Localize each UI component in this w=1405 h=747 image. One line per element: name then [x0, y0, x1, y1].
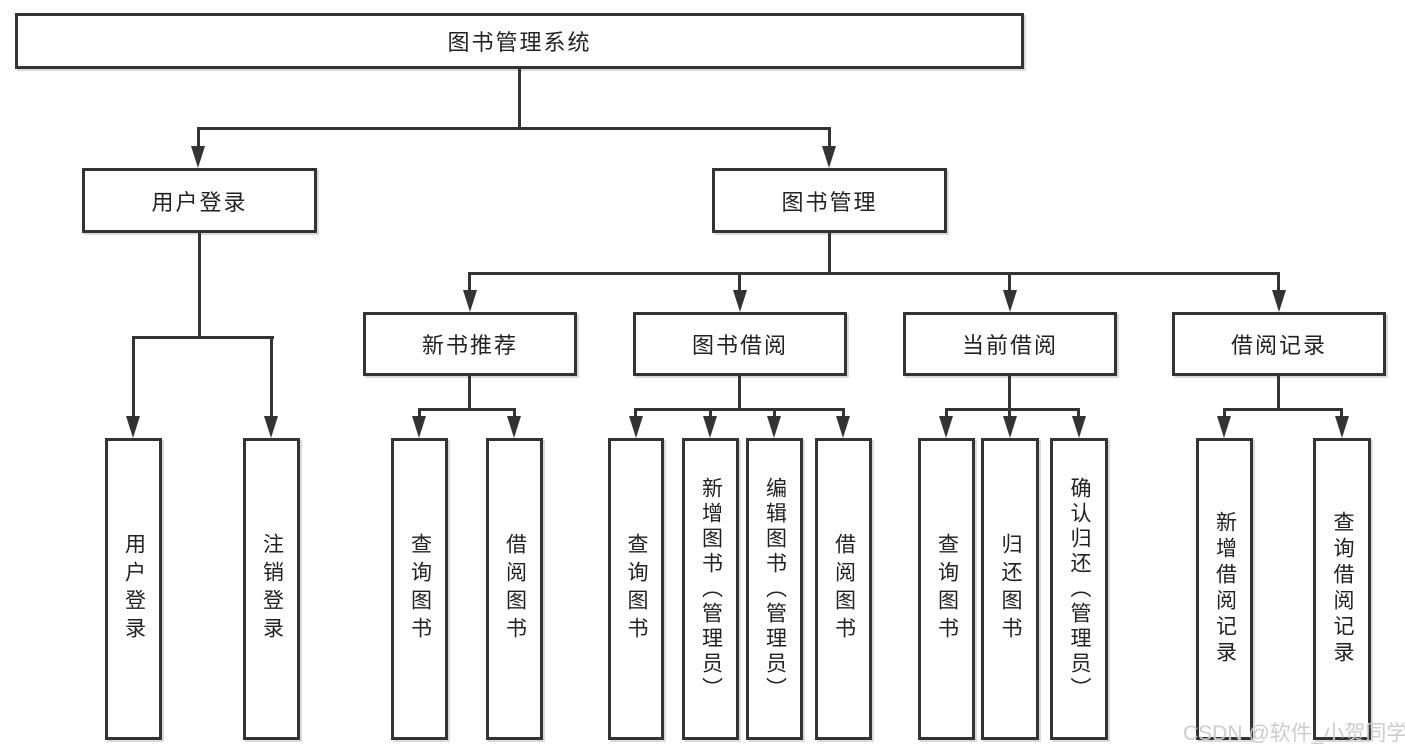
- connector-line: [634, 408, 637, 416]
- leaf-logout: 注销登录: [243, 438, 300, 740]
- arrowhead-icon: [939, 416, 953, 438]
- leaf-add-borrow-record: 新增借阅记录: [1196, 438, 1253, 740]
- connector-line: [1077, 408, 1080, 416]
- connector-line: [1223, 408, 1226, 416]
- connector-line: [828, 233, 831, 272]
- connector-line: [945, 408, 1080, 411]
- arrowhead-icon: [463, 290, 477, 312]
- arrowhead-icon: [1003, 416, 1017, 438]
- connector-line: [418, 408, 421, 416]
- connector-line: [513, 408, 516, 416]
- connector-line: [773, 408, 776, 416]
- connector-line: [468, 272, 471, 290]
- connector-line: [197, 127, 831, 130]
- node-book-borrowing: 图书借阅: [633, 312, 847, 376]
- leaf-query-books-current: 查询图书: [918, 438, 975, 740]
- connector-line: [197, 127, 200, 147]
- connector-line: [198, 233, 201, 336]
- node-book-management-system: 图书管理系统: [15, 13, 1024, 69]
- leaf-edit-books-admin: 编辑图书（管理员）: [746, 438, 803, 740]
- arrowhead-icon: [412, 416, 426, 438]
- connector-line: [1008, 408, 1011, 416]
- connector-line: [132, 336, 135, 416]
- leaf-borrow-books: 借阅图书: [815, 438, 872, 740]
- connector-line: [828, 127, 831, 147]
- leaf-query-books-recommend: 查询图书: [391, 438, 448, 740]
- arrowhead-icon: [191, 146, 205, 168]
- node-user-login: 用户登录: [82, 168, 317, 233]
- connector-line: [1008, 272, 1011, 290]
- connector-line: [738, 376, 741, 408]
- arrowhead-icon: [703, 416, 717, 438]
- leaf-add-books-admin: 新增图书（管理员）: [682, 438, 739, 740]
- connector-line: [738, 272, 741, 290]
- node-book-management: 图书管理: [712, 168, 947, 233]
- node-new-book-recommendation: 新书推荐: [363, 312, 577, 376]
- arrowhead-icon: [1217, 416, 1231, 438]
- connector-line: [518, 69, 521, 127]
- leaf-borrow-books-recommend: 借阅图书: [486, 438, 543, 740]
- arrowhead-icon: [822, 146, 836, 168]
- connector-line: [270, 336, 273, 416]
- arrowhead-icon: [1335, 416, 1349, 438]
- arrowhead-icon: [1072, 416, 1086, 438]
- arrowhead-icon: [1272, 290, 1286, 312]
- arrowhead-icon: [836, 416, 850, 438]
- leaf-return-books: 归还图书: [981, 438, 1039, 740]
- connector-line: [468, 376, 471, 408]
- connector-line: [1223, 408, 1343, 411]
- connector-line: [634, 408, 845, 411]
- arrowhead-icon: [767, 416, 781, 438]
- node-borrowing-records: 借阅记录: [1172, 312, 1386, 376]
- connector-line: [1277, 376, 1280, 408]
- node-current-borrowing: 当前借阅: [903, 312, 1117, 376]
- arrowhead-icon: [264, 416, 278, 438]
- csdn-watermark: CSDN @软件_小贺同学: [1183, 722, 1405, 745]
- connector-line: [945, 408, 948, 416]
- arrowhead-icon: [733, 290, 747, 312]
- leaf-confirm-return-admin: 确认归还（管理员）: [1050, 438, 1108, 740]
- leaf-query-books-borrowing: 查询图书: [608, 438, 664, 740]
- connector-line: [418, 408, 516, 411]
- arrowhead-icon: [507, 416, 521, 438]
- connector-line: [709, 408, 712, 416]
- arrowhead-icon: [629, 416, 643, 438]
- arrowhead-icon: [126, 416, 140, 438]
- connector-line: [132, 336, 274, 339]
- leaf-user-login: 用户登录: [105, 438, 162, 740]
- arrowhead-icon: [1003, 290, 1017, 312]
- connector-line: [1277, 272, 1280, 290]
- connector-line: [842, 408, 845, 416]
- leaf-query-borrow-record: 查询借阅记录: [1313, 438, 1371, 740]
- connector-line: [1008, 376, 1011, 408]
- connector-line: [468, 272, 1280, 275]
- connector-line: [1340, 408, 1343, 416]
